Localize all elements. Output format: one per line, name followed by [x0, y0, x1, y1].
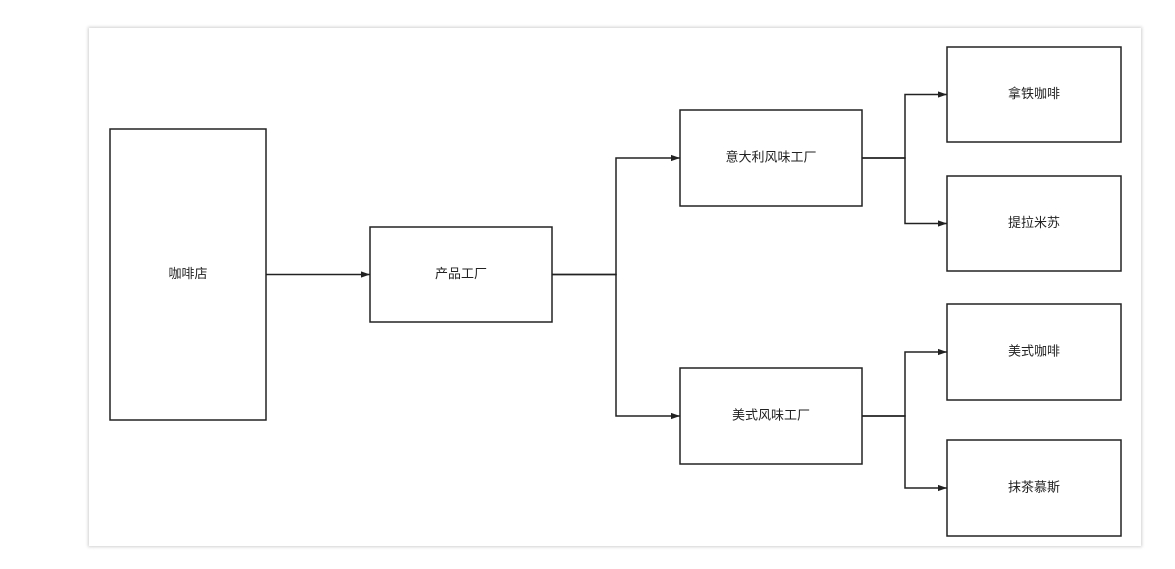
connector-american-factory-to-matcha-mousse [862, 415, 947, 492]
node-americano: 美式咖啡 [946, 303, 1122, 401]
node-box-matcha-mousse [946, 439, 1122, 537]
connector-product-factory-to-italian-factory [552, 154, 680, 276]
node-american-factory: 美式风味工厂 [679, 367, 863, 465]
node-box-americano [946, 303, 1122, 401]
connector-layer [266, 91, 947, 492]
node-matcha-mousse: 抹茶慕斯 [946, 439, 1122, 537]
node-product-factory: 产品工厂 [369, 226, 553, 323]
connector-italian-factory-to-tiramisu [862, 157, 947, 227]
node-box-american-factory [679, 367, 863, 465]
node-label-american-factory: 美式风味工厂 [732, 409, 810, 424]
node-coffee-shop: 咖啡店 [109, 128, 267, 421]
connector-american-factory-to-americano [862, 348, 947, 417]
node-label-italian-factory: 意大利风味工厂 [725, 150, 816, 166]
node-latte: 拿铁咖啡 [946, 46, 1122, 143]
connector-italian-factory-to-latte [862, 91, 947, 159]
node-label-latte: 拿铁咖啡 [1008, 86, 1060, 102]
node-label-americano: 美式咖啡 [1008, 345, 1060, 360]
node-label-coffee-shop: 咖啡店 [168, 267, 207, 282]
node-label-matcha-mousse: 抹茶慕斯 [1008, 480, 1060, 496]
node-italian-factory: 意大利风味工厂 [679, 109, 863, 207]
node-box-italian-factory [679, 109, 863, 207]
node-box-coffee-shop [109, 128, 267, 421]
node-label-tiramisu: 提拉米苏 [1008, 215, 1060, 231]
node-box-latte [946, 46, 1122, 143]
node-box-tiramisu [946, 175, 1122, 272]
node-box-product-factory [369, 226, 553, 323]
node-label-product-factory: 产品工厂 [435, 267, 487, 282]
node-tiramisu: 提拉米苏 [946, 175, 1122, 272]
connector-product-factory-to-american-factory [552, 273, 680, 420]
